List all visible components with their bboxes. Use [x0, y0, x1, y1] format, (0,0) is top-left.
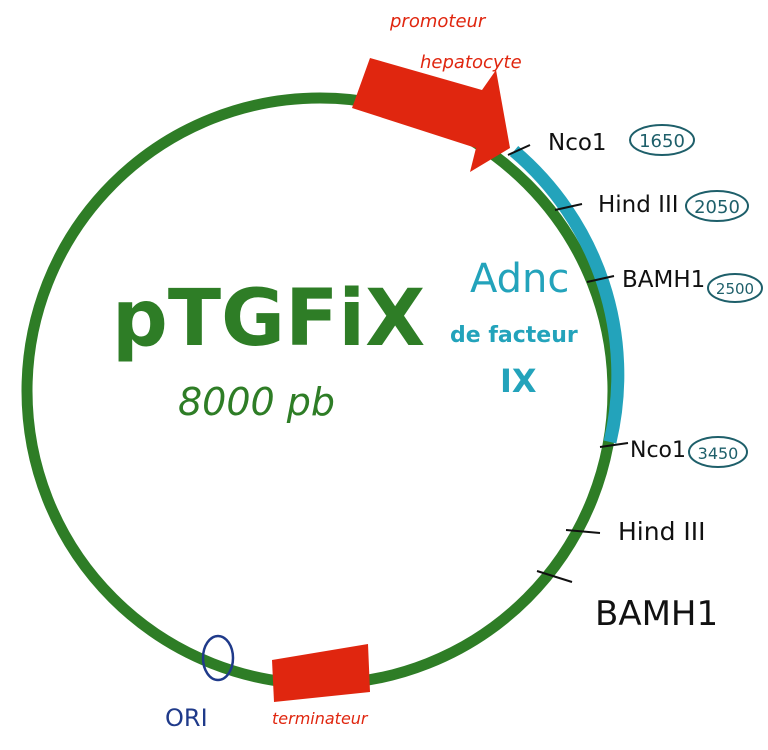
position-value-3: 2500 [716, 280, 754, 298]
promoter-label-line1: promoteur [389, 11, 487, 32]
terminator-box [272, 644, 370, 702]
plasmid-name: pTGFiX [112, 274, 425, 364]
insert-label-line1: Adnc [470, 256, 569, 302]
site-label-3: BAMH1 [622, 267, 705, 293]
position-badge-3 [707, 273, 763, 303]
promoter-arrow [352, 58, 510, 172]
plasmid-size: 8000 pb [178, 380, 335, 424]
site-tick-hind3-b [565, 529, 601, 534]
ori-marker [201, 634, 235, 682]
promoter-label-line2: hepatocyte [420, 52, 522, 73]
position-badge-2 [685, 190, 749, 222]
site-tick-bamh1-b [536, 570, 573, 583]
site-label-4: Nco1 [630, 438, 686, 463]
site-label-1: Nco1 [548, 130, 607, 156]
position-value-4: 3450 [698, 444, 739, 463]
terminator-label: terminateur [272, 709, 369, 728]
site-tick-nco1-b [599, 442, 629, 448]
site-tick-hind3-a [554, 203, 583, 211]
insert-label-line2: de facteur [450, 323, 578, 348]
position-badge-4 [688, 436, 748, 468]
position-badge-1 [629, 124, 695, 156]
position-value-2: 2050 [694, 197, 740, 218]
position-value-1: 1650 [639, 131, 685, 152]
site-tick-nco1-a [507, 144, 531, 156]
insert-label-line3: IX [500, 362, 537, 400]
insert-arc [509, 146, 625, 444]
site-label-6: BAMH1 [595, 594, 718, 634]
ori-label: ORI [165, 704, 208, 732]
site-label-5: Hind III [618, 517, 706, 546]
site-label-2: Hind III [598, 192, 679, 218]
site-tick-bamh1-a [586, 275, 615, 283]
